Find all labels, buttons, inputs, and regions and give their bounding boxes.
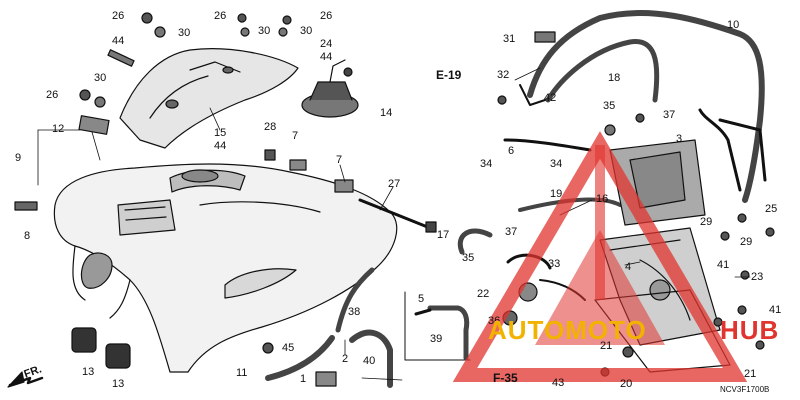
callout-c6: 6 [508, 145, 515, 157]
callout-c21b: 21 [744, 368, 757, 380]
watermark-text-hub: HUB [720, 315, 780, 345]
fuel-pump-unit [502, 139, 775, 377]
small-parts-left [14, 12, 354, 211]
callout-c20: 20 [620, 378, 633, 390]
bolt-27 [358, 198, 437, 233]
callout-c30a: 30 [178, 27, 191, 39]
callout-c45: 45 [282, 342, 295, 354]
callout-c8: 8 [24, 230, 31, 242]
callout-c33: 33 [548, 258, 561, 270]
callout-c13a: 13 [82, 366, 95, 378]
grommets-13 [71, 327, 131, 369]
cross-ref-f35: F-35 [493, 371, 518, 385]
callout-c19: 19 [550, 188, 563, 200]
callout-c39: 39 [430, 333, 443, 345]
callout-c30c: 30 [258, 25, 271, 37]
callout-c4: 4 [625, 261, 632, 273]
callout-c23: 23 [751, 271, 764, 283]
front-arrow [7, 371, 44, 388]
cross-ref-e19: E-19 [436, 68, 462, 82]
callout-c42: 42 [544, 92, 557, 104]
callout-c26a: 26 [112, 10, 125, 22]
callout-c26b: 26 [46, 89, 59, 101]
callout-c28: 28 [264, 121, 277, 133]
callout-c21a: 21 [600, 340, 613, 352]
callout-c34a: 34 [480, 158, 493, 170]
callout-c31: 31 [503, 33, 516, 45]
callout-c40: 40 [363, 355, 376, 367]
callout-c12: 12 [52, 123, 65, 135]
callout-c9: 9 [15, 152, 22, 164]
callout-c29a: 29 [700, 216, 713, 228]
callout-c37a: 37 [663, 109, 676, 121]
callout-c17: 17 [437, 229, 450, 241]
callout-c5: 5 [418, 293, 425, 305]
callout-c7a: 7 [292, 130, 299, 142]
fuel-pump-assembly [301, 59, 359, 118]
callout-c35b: 35 [462, 252, 475, 264]
callout-c29b: 29 [740, 236, 753, 248]
callout-c1: 1 [300, 373, 307, 385]
callout-c14: 14 [380, 107, 393, 119]
callout-c26d: 26 [320, 10, 333, 22]
fuel-hoses-right [457, 10, 767, 270]
callout-c41a: 41 [717, 259, 730, 271]
callout-c44c: 44 [214, 140, 227, 152]
callout-c11: 11 [236, 367, 248, 379]
diagram-reference-code: NCV3F1700B [720, 385, 770, 394]
callout-c36: 36 [488, 315, 501, 327]
f35-hose-group [404, 291, 471, 361]
fuel-tank [53, 163, 398, 373]
watermark-text-automoto: AUTOMOTO [488, 315, 647, 345]
callout-c27: 27 [388, 178, 401, 190]
tank-cover [119, 48, 299, 149]
callout-c32: 32 [497, 69, 510, 81]
callout-c18: 18 [608, 72, 621, 84]
callout-c26c: 26 [214, 10, 227, 22]
callout-c37b: 37 [505, 226, 518, 238]
callout-c30d: 30 [300, 25, 313, 37]
callout-c41b: 41 [769, 304, 782, 316]
callout-c16: 16 [596, 193, 609, 205]
callout-c13b: 13 [112, 378, 125, 390]
callout-c34b: 34 [550, 158, 563, 170]
callout-c44b: 44 [320, 51, 333, 63]
callout-c2: 2 [342, 353, 349, 365]
callout-c44a: 44 [112, 35, 125, 47]
callout-c25: 25 [765, 203, 778, 215]
callout-c22: 22 [477, 288, 490, 300]
callout-c15: 15 [214, 127, 227, 139]
callout-c35a: 35 [603, 100, 616, 112]
leader-lines [37, 67, 751, 381]
callout-c30b: 30 [94, 72, 107, 84]
breather-hoses [262, 267, 393, 388]
callout-c43: 43 [552, 377, 565, 389]
watermark-logo-mark [452, 131, 748, 382]
callout-c10: 10 [727, 19, 740, 31]
callout-c3: 3 [676, 133, 683, 145]
callout-c24: 24 [320, 38, 333, 50]
callout-c7b: 7 [336, 154, 343, 166]
callout-c38: 38 [348, 306, 361, 318]
